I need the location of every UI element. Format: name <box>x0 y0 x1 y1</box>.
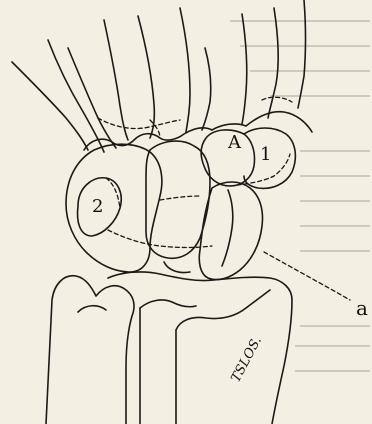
trapezium-bone <box>201 128 295 188</box>
metacarpal-bases <box>84 97 312 150</box>
label-a-pointer: a <box>356 298 368 318</box>
label-2: 2 <box>92 198 103 216</box>
pointer-leader-line <box>264 252 350 300</box>
metacarpal-shafts <box>12 0 306 152</box>
ulna-bone <box>46 276 134 424</box>
paper-bleed-through <box>230 20 370 372</box>
radius-bone <box>108 272 292 424</box>
label-A: A <box>228 134 241 152</box>
hamate-bone <box>199 182 262 280</box>
label-1: 1 <box>260 146 271 164</box>
scaphoid-bone <box>66 144 212 272</box>
